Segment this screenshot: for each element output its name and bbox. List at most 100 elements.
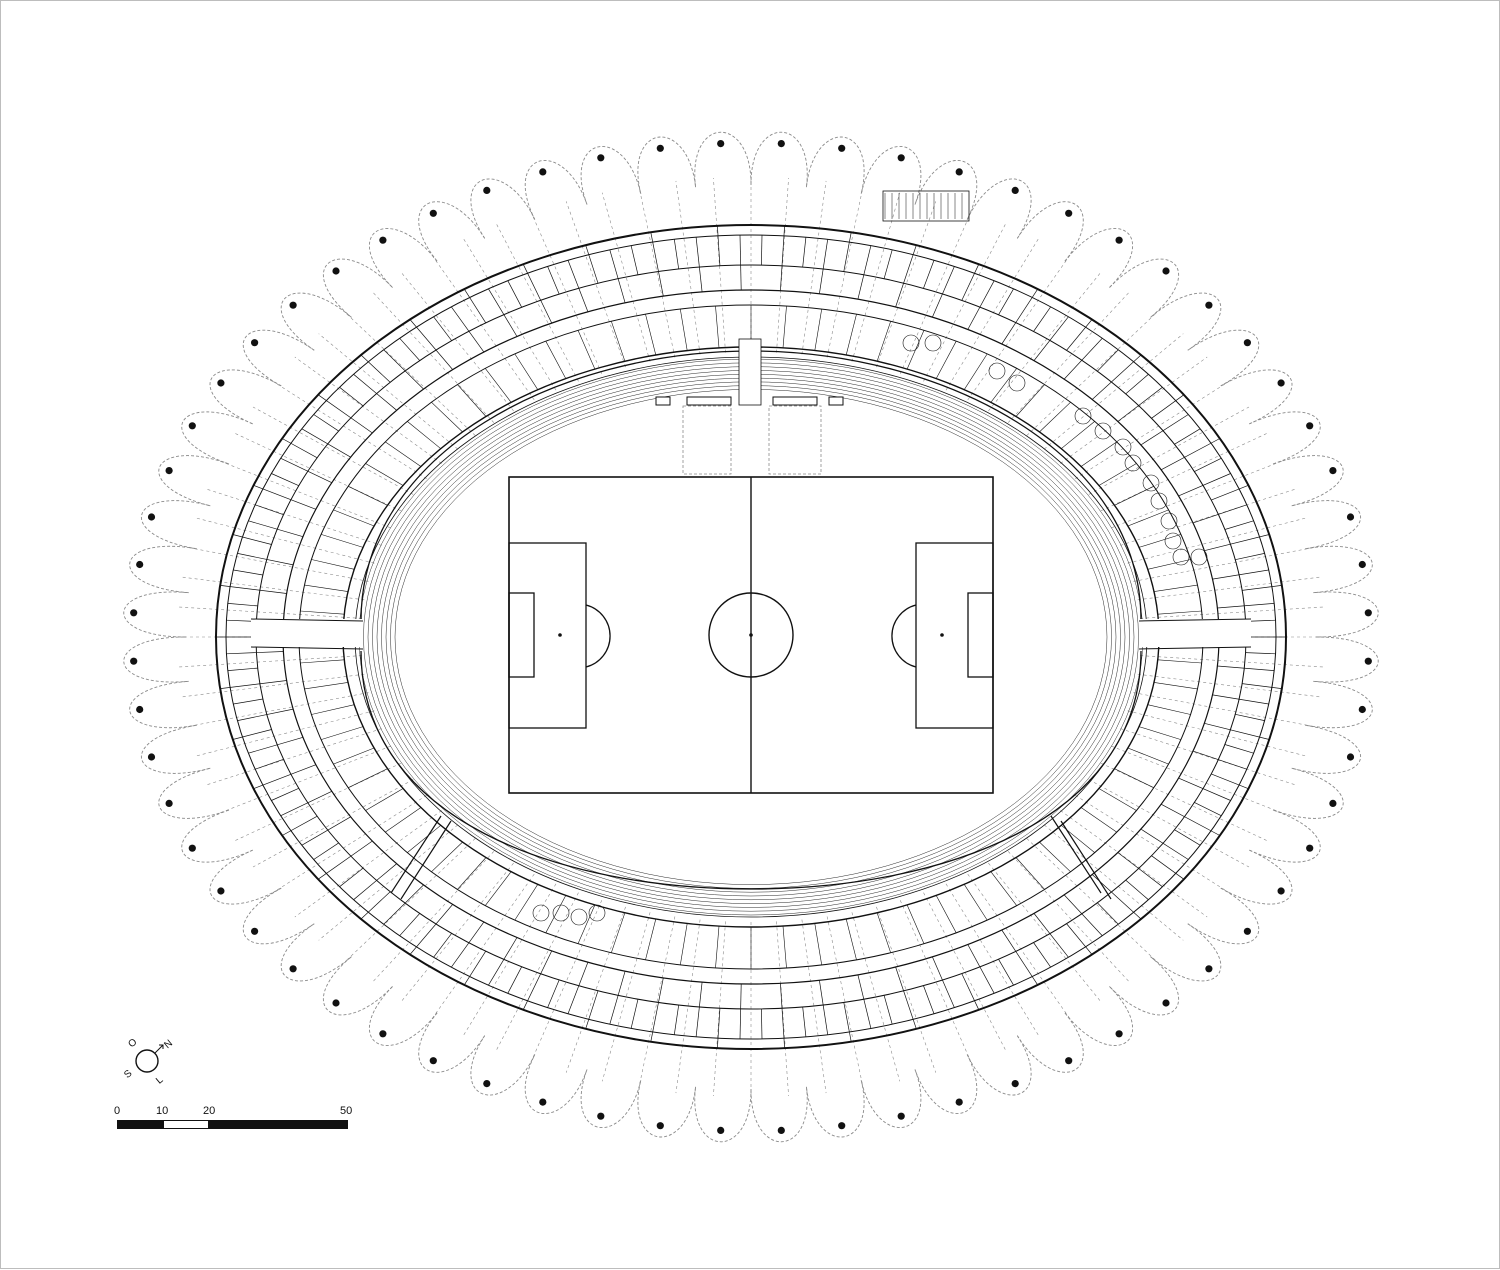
partition-wall [237, 708, 294, 721]
west-penalty-arc [585, 604, 611, 668]
radial-line [1120, 488, 1296, 546]
inner-partition-wall [1153, 682, 1198, 690]
column-dot [165, 799, 173, 808]
expansion-joint [390, 815, 442, 894]
radial-line [675, 180, 701, 355]
team-bench [655, 396, 671, 406]
partition-wall [383, 884, 424, 925]
partition-wall [1174, 428, 1201, 445]
radial-line [899, 211, 972, 374]
canopy-petal [140, 500, 211, 550]
inner-partition-wall [1127, 509, 1169, 527]
radial-line [318, 333, 458, 450]
partition-wall [360, 354, 391, 383]
radial-line [1075, 381, 1230, 479]
column-dot [188, 422, 196, 430]
radial-line [638, 916, 676, 1089]
partition-wall [883, 995, 893, 1025]
radial-line [1127, 710, 1307, 757]
radial-line [776, 921, 789, 1097]
partition-wall [280, 790, 332, 817]
partition-wall [383, 349, 424, 390]
scale-label-20: 20 [203, 1105, 216, 1117]
radial-line [801, 919, 827, 1094]
partition-wall [353, 863, 397, 900]
round-table [1124, 454, 1142, 472]
partition-wall [739, 235, 742, 291]
column-dot [1205, 301, 1213, 309]
inner-partition-wall [365, 463, 404, 486]
radial-line [235, 433, 402, 512]
inner-partition-wall [935, 895, 957, 933]
scale-bar-segment-0-10 [117, 1120, 163, 1129]
canopy-petal [1291, 724, 1362, 774]
scale-bar-segment-20-50 [209, 1120, 348, 1129]
team-bench [828, 396, 844, 406]
partition-wall [1125, 879, 1149, 900]
partition-wall [317, 840, 373, 880]
canopy-petal [1109, 258, 1180, 318]
partition-wall [227, 667, 258, 671]
column-dot [147, 513, 156, 521]
column-dot [1346, 753, 1355, 761]
canopy-petal [524, 160, 588, 220]
column-dot [539, 1098, 547, 1106]
radial-line [601, 192, 651, 362]
canopy-petal [181, 809, 253, 863]
partition-wall [233, 698, 263, 705]
radial-line [851, 912, 901, 1082]
east-penalty-spot [940, 633, 944, 637]
canopy-petal [637, 1080, 697, 1138]
technical-area [768, 405, 822, 475]
canopy-petal [418, 1012, 486, 1073]
radial-line [1140, 655, 1325, 668]
radial-line [272, 795, 427, 893]
expansion-joint [1060, 820, 1112, 900]
inner-partition-wall [1138, 534, 1181, 548]
column-dot [379, 1030, 387, 1038]
inner-partition-wall [407, 825, 441, 853]
west-tunnel-wall [250, 646, 364, 650]
partition-wall [695, 237, 703, 292]
football-pitch [508, 476, 994, 794]
inner-partition-wall [348, 768, 388, 788]
radial-line [235, 762, 402, 841]
partition-wall [399, 913, 421, 936]
partition-wall [313, 842, 339, 860]
radial-line [272, 381, 427, 479]
canopy-petal [158, 455, 230, 507]
radial-line [923, 892, 1006, 1050]
column-dot [1243, 339, 1251, 347]
column-dot [1065, 209, 1073, 217]
inner-partition-wall [1114, 486, 1154, 506]
partition-wall [923, 985, 935, 1014]
partition-wall [761, 1008, 763, 1039]
column-dot [1329, 467, 1337, 475]
partition-wall [1097, 902, 1119, 925]
inner-partition-wall [814, 923, 822, 965]
partition-wall [1066, 923, 1093, 955]
inner-partition-wall [1157, 659, 1202, 664]
column-dot [1364, 657, 1372, 665]
inner-partition-wall [1127, 747, 1169, 765]
outer-column-dots [130, 140, 1372, 1134]
column-dot [136, 560, 144, 569]
radial-line [294, 810, 442, 918]
west-goal-area [508, 592, 535, 678]
column-dot [1358, 705, 1366, 714]
inner-partition-wall [311, 704, 355, 715]
canopy-petal [369, 986, 438, 1046]
partition-wall [433, 316, 452, 341]
compass: O N S L [119, 1033, 179, 1088]
canopy-petal [242, 887, 315, 945]
partition-wall [237, 553, 294, 566]
canopy-petal [966, 1035, 1032, 1096]
canopy-petal [750, 1086, 808, 1143]
radial-line [463, 883, 557, 1036]
round-table [1160, 512, 1178, 530]
canopy-petal [694, 131, 752, 188]
partition-wall [1224, 520, 1254, 530]
round-table [588, 904, 606, 922]
radial-line [496, 892, 579, 1050]
column-dot [656, 144, 664, 152]
